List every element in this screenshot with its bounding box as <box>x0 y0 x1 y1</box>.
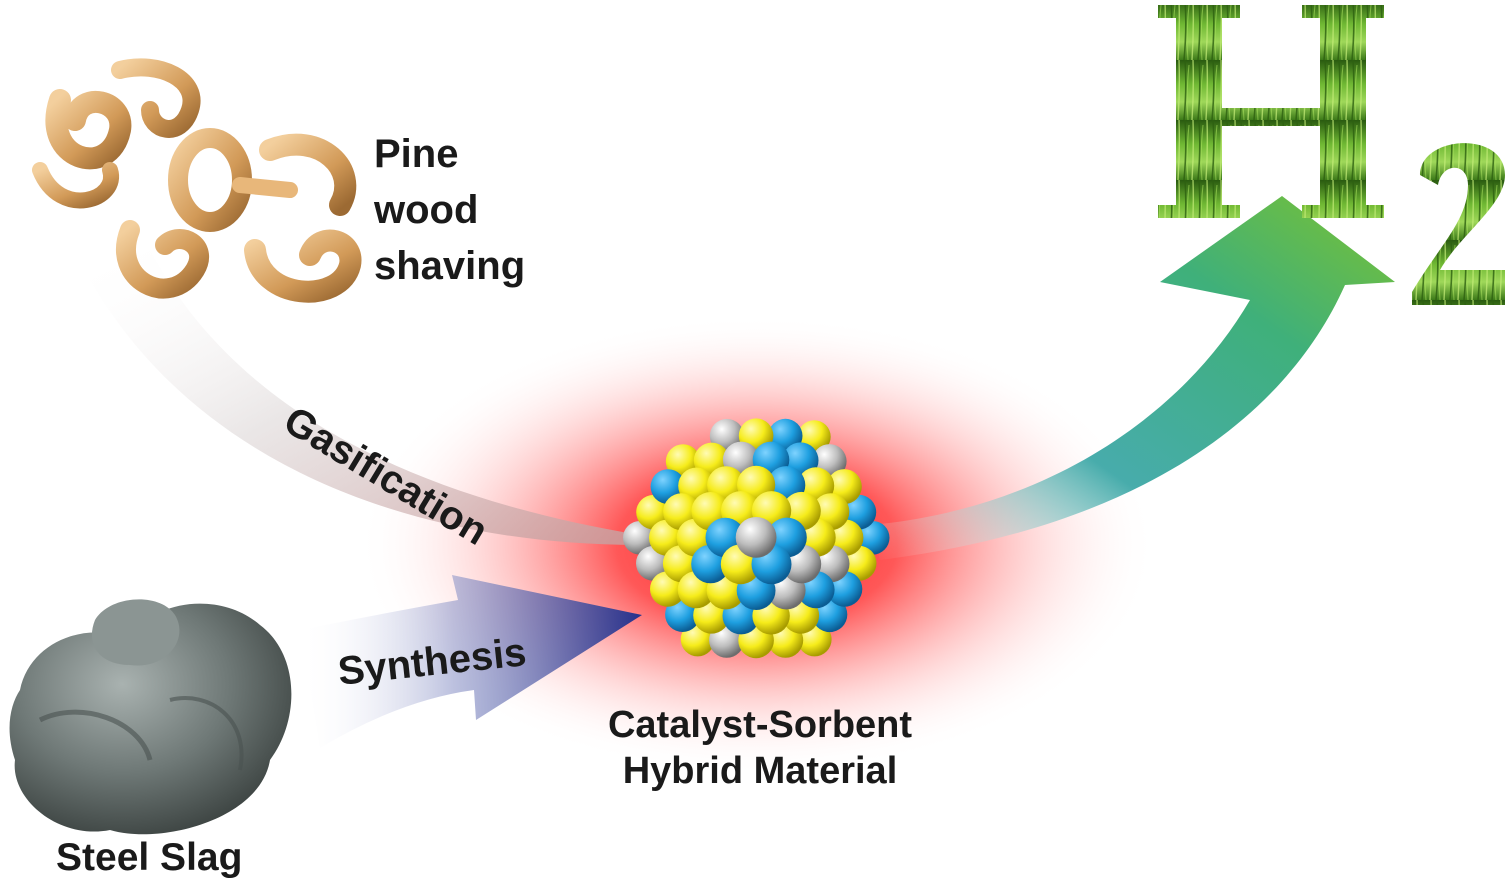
hybrid-label-line-1: Catalyst-Sorbent <box>607 704 913 746</box>
hydrogen-h2-grass-text-icon <box>1158 5 1505 305</box>
pine-wood-shaving-label: Pine wood shaving <box>374 126 525 294</box>
synthesis-arrow <box>300 575 642 748</box>
hybrid-material-label: Catalyst-Sorbent Hybrid Material <box>572 702 948 794</box>
sphere-bead <box>623 521 657 555</box>
sphere-bead <box>735 517 777 558</box>
steel-slag-label: Steel Slag <box>56 836 243 879</box>
hybrid-label-line-2: Hybrid Material <box>622 750 898 792</box>
product-arrow <box>870 196 1395 560</box>
pine-label-line-1: Pine <box>374 132 459 176</box>
pine-label-line-3: shaving <box>374 244 526 288</box>
wood-shavings-icon <box>32 58 362 303</box>
steel-slag-rock-icon <box>9 599 292 835</box>
nanoparticle-sphere-icon <box>623 418 890 659</box>
sphere-bead <box>855 521 890 555</box>
pine-label-line-2: wood <box>374 188 479 232</box>
